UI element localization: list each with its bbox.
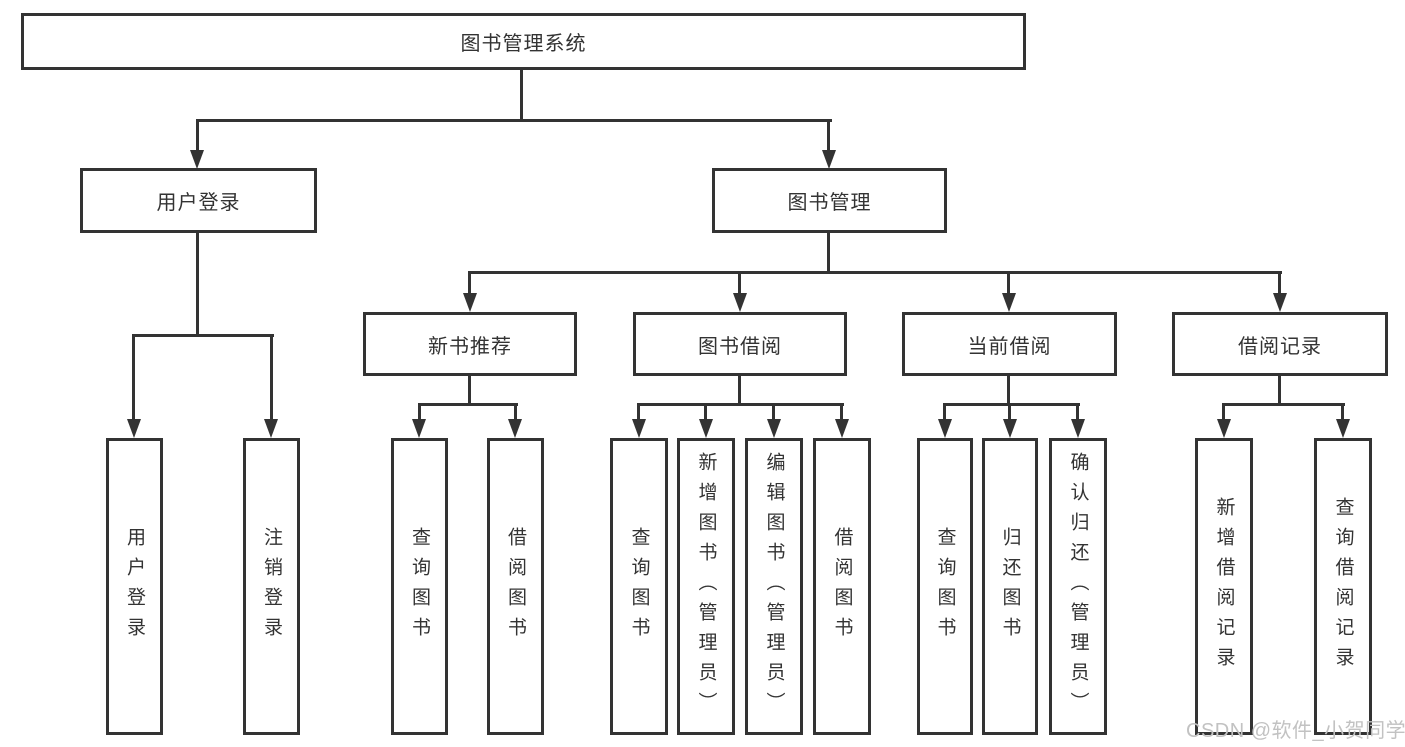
connector-user-drop <box>196 233 199 336</box>
connector-stem <box>1008 403 1011 421</box>
connector-stem <box>840 403 843 421</box>
node-borrow-records: 借阅记录 <box>1172 312 1388 376</box>
leaf-label: 编辑图书（管理员） <box>763 451 785 722</box>
leaf-label: 查询图书 <box>409 526 430 647</box>
leaf-br-add-record: 新增借阅记录 <box>1195 438 1253 735</box>
connector-hline <box>418 403 518 406</box>
arrow-down-icon <box>1273 293 1287 312</box>
node-new-book-recommend-label: 新书推荐 <box>428 335 512 358</box>
csdn-watermark: CSDN @软件_小贺同学 <box>1186 720 1405 742</box>
leaf-cb-query-book: 查询图书 <box>917 438 973 735</box>
connector-stem <box>738 376 741 406</box>
connector-hline <box>943 403 1080 406</box>
connector-book-stem <box>827 119 830 152</box>
leaf-logout: 注销登录 <box>243 438 300 735</box>
leaf-user-login: 用户登录 <box>106 438 163 735</box>
arrow-down-icon <box>632 419 646 438</box>
node-root: 图书管理系统 <box>21 13 1026 70</box>
connector-stem <box>1278 376 1281 406</box>
arrow-down-icon <box>733 293 747 312</box>
connector-stem <box>1076 403 1079 421</box>
arrow-down-icon <box>835 419 849 438</box>
leaf-label: 确认归还（管理员） <box>1067 451 1089 722</box>
leaf-bb-query-book: 查询图书 <box>610 438 668 735</box>
connector-stem <box>1007 271 1010 297</box>
connector-stem <box>514 403 517 421</box>
node-user-login: 用户登录 <box>80 168 317 233</box>
connector-stem <box>1007 376 1010 406</box>
connector-hline <box>637 403 844 406</box>
leaf-label: 借阅图书 <box>505 526 526 647</box>
leaf-label: 归还图书 <box>999 526 1021 647</box>
leaf-nb-query-book: 查询图书 <box>391 438 448 735</box>
arrow-down-icon <box>1336 419 1350 438</box>
leaf-label: 借阅图书 <box>831 526 853 647</box>
leaf-label: 新增图书（管理员） <box>695 451 717 722</box>
arrow-down-icon <box>1071 419 1085 438</box>
connector-stem <box>468 271 471 297</box>
leaf-label: 用户登录 <box>124 526 145 647</box>
connector-l3-hline <box>468 271 1282 274</box>
arrow-down-icon <box>508 419 522 438</box>
leaf-bb-add-book-admin: 新增图书（管理员） <box>677 438 735 735</box>
connector-stem <box>1278 271 1281 297</box>
node-current-borrow-label: 当前借阅 <box>967 335 1052 358</box>
connector-stem <box>738 271 741 297</box>
leaf-cb-confirm-return-admin: 确认归还（管理员） <box>1049 438 1107 735</box>
node-book-management-label: 图书管理 <box>787 192 872 214</box>
connector-stem <box>270 334 273 420</box>
connector-stem <box>1341 403 1344 421</box>
leaf-label: 新增借阅记录 <box>1213 496 1235 677</box>
node-borrow-records-label: 借阅记录 <box>1238 335 1322 358</box>
leaf-label: 注销登录 <box>261 526 282 647</box>
connector-hline <box>1222 403 1345 406</box>
node-root-label: 图书管理系统 <box>460 33 587 55</box>
connector-stem <box>418 403 421 421</box>
node-user-login-label: 用户登录 <box>156 192 241 214</box>
arrow-down-icon <box>127 419 141 438</box>
node-book-management: 图书管理 <box>712 168 947 233</box>
arrow-down-icon <box>1217 419 1231 438</box>
leaf-nb-borrow-book: 借阅图书 <box>487 438 544 735</box>
connector-stem <box>1222 403 1225 421</box>
connector-stem <box>637 403 640 421</box>
leaf-bb-edit-book-admin: 编辑图书（管理员） <box>745 438 803 735</box>
leaf-br-query-record: 查询借阅记录 <box>1314 438 1372 735</box>
connector-book-drop <box>827 233 830 274</box>
connector-stem <box>468 376 471 406</box>
leaf-label: 查询图书 <box>934 526 956 647</box>
connector-stem <box>943 403 946 421</box>
node-book-borrow-label: 图书借阅 <box>698 335 782 358</box>
arrow-down-icon <box>699 419 713 438</box>
connector-stem <box>704 403 707 421</box>
connector-user-stem <box>196 119 199 152</box>
node-current-borrow: 当前借阅 <box>902 312 1117 376</box>
arrow-down-icon <box>264 419 278 438</box>
connector-user-hline <box>133 334 274 337</box>
node-book-borrow: 图书借阅 <box>633 312 847 376</box>
arrow-down-icon <box>1002 293 1016 312</box>
connector-root-stem <box>520 70 523 121</box>
arrow-down-icon <box>463 293 477 312</box>
arrow-down-icon <box>190 150 204 169</box>
leaf-label: 查询图书 <box>628 526 650 647</box>
connector-l2-hline <box>196 119 832 122</box>
connector-stem <box>132 334 135 420</box>
arrow-down-icon <box>822 150 836 169</box>
arrow-down-icon <box>938 419 952 438</box>
arrow-down-icon <box>1003 419 1017 438</box>
leaf-cb-return-book: 归还图书 <box>982 438 1038 735</box>
connector-stem <box>772 403 775 421</box>
arrow-down-icon <box>767 419 781 438</box>
leaf-bb-borrow-book: 借阅图书 <box>813 438 871 735</box>
arrow-down-icon <box>412 419 426 438</box>
leaf-label: 查询借阅记录 <box>1332 496 1354 677</box>
node-new-book-recommend: 新书推荐 <box>363 312 577 376</box>
